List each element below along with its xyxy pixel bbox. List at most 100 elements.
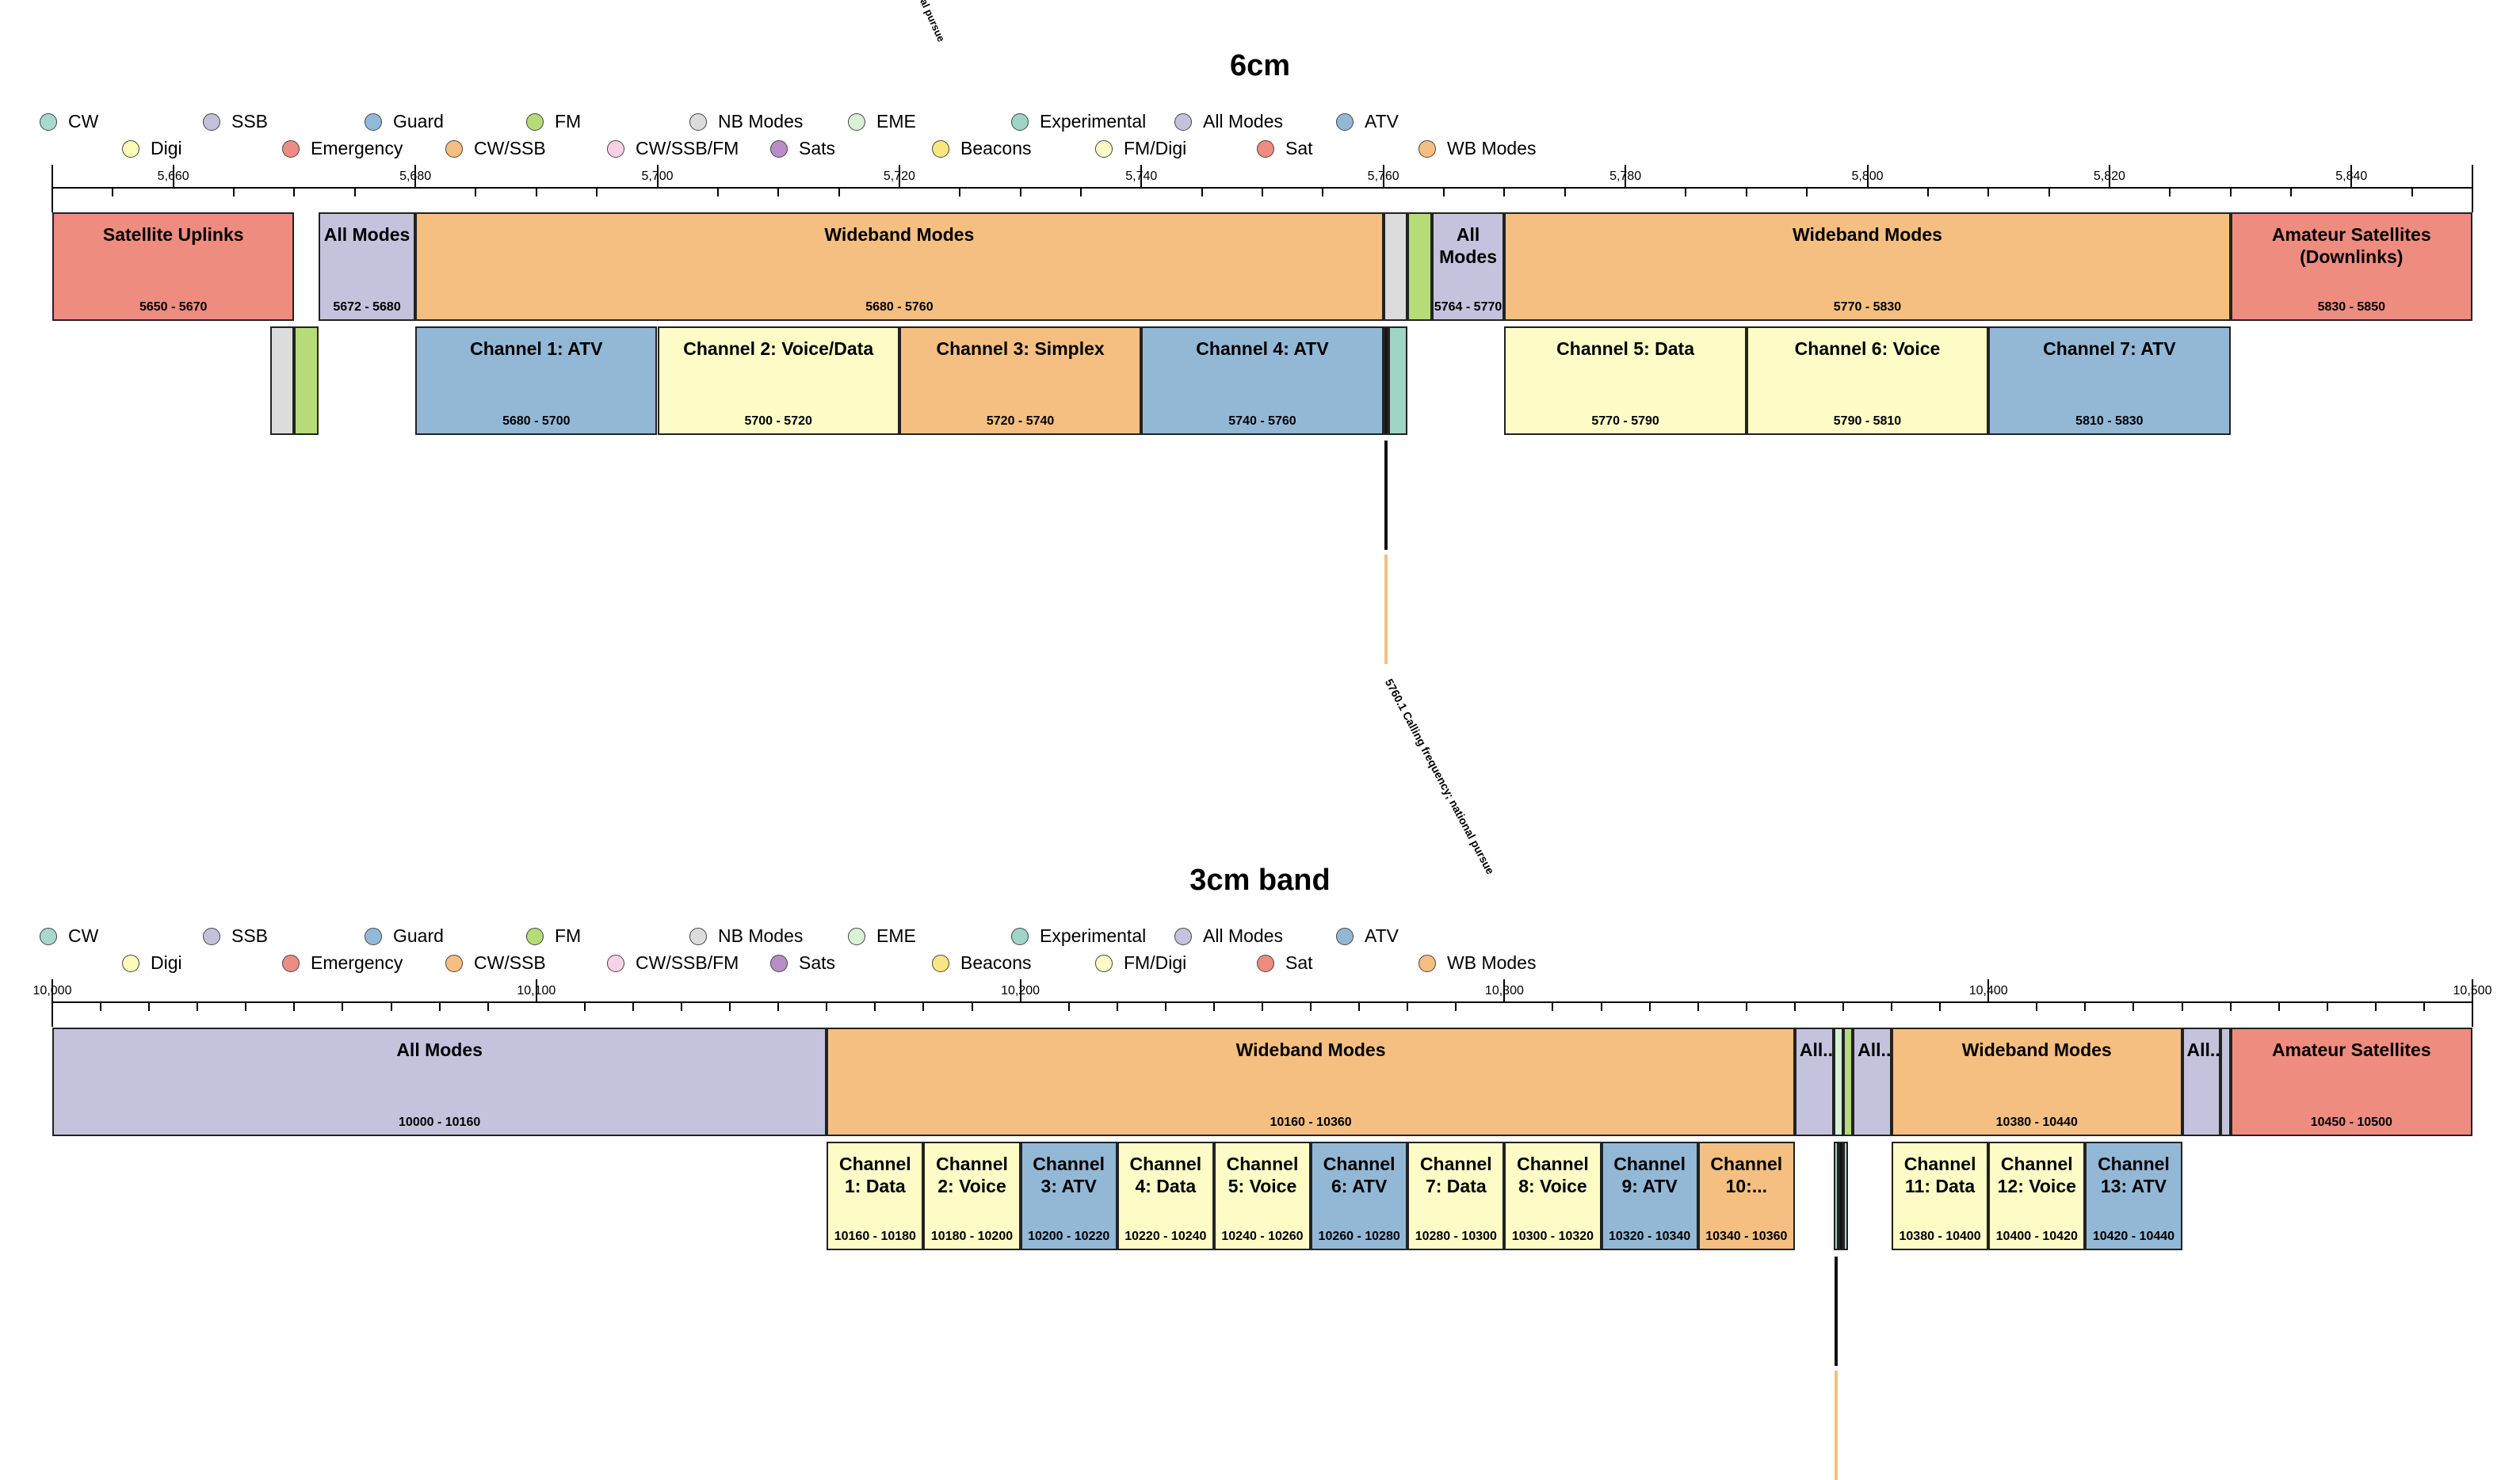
segment-range: 10380 - 10400 (1899, 1230, 1981, 1243)
band-segment-narrow[interactable] (1842, 1028, 1854, 1136)
legend-swatch-icon (932, 139, 949, 158)
legend-item: Experimental (1011, 925, 1146, 947)
legend-swatch-icon (1011, 113, 1029, 131)
legend-swatch-icon (1257, 954, 1274, 972)
axis-tick (1019, 187, 1021, 196)
legend-item: Experimental (1011, 111, 1146, 132)
segment-label: Wideband Modes (1235, 1039, 1386, 1060)
segment-range: 10280 - 10300 (1415, 1230, 1497, 1243)
segment-label: All... (2186, 1039, 2226, 1060)
legend-label: EME (876, 111, 916, 132)
axis-tick (535, 979, 537, 1003)
legend-label: Sat (1285, 138, 1313, 158)
segment-label: Channel 10:... (1710, 1154, 1783, 1196)
segment-range: 10220 - 10240 (1124, 1230, 1207, 1243)
axis-tick (1685, 187, 1687, 196)
segment-label: All Modes (323, 224, 410, 245)
axis-tick (1212, 1001, 1215, 1011)
band-segment-narrow[interactable] (1842, 1142, 1849, 1250)
legend-item: CW (40, 925, 98, 947)
band-segment-narrow[interactable] (1388, 326, 1408, 435)
band-segment-narrow[interactable] (1833, 1142, 1838, 1250)
segment-range: 5790 - 5810 (1833, 414, 1902, 428)
band-segment[interactable]: Wideband Modes 10160 - 10360 (827, 1028, 1795, 1136)
segment-label: Channel 7: Data (1419, 1154, 1492, 1196)
axis-tick (716, 187, 719, 196)
band-segment-narrow[interactable] (1838, 1142, 1843, 1250)
band-segment-narrow[interactable] (1833, 1028, 1843, 1136)
axis-tick (1745, 1001, 1747, 1011)
legend-label: CW/SSB (474, 138, 546, 158)
legend-swatch-icon (1418, 139, 1436, 158)
band-segment[interactable]: All... (1794, 1028, 1838, 1136)
axis-tick (172, 165, 174, 189)
axis-tick (2278, 1001, 2280, 1011)
legend-swatch-icon (526, 113, 544, 131)
axis-tick (2229, 1001, 2232, 1011)
legend-label: Guard (393, 111, 444, 132)
axis-tick (1503, 187, 1506, 196)
segment-label: Channel 4: Data (1129, 1154, 1202, 1196)
segment-range: 5740 - 5760 (1228, 414, 1296, 428)
segment-label: Channel 1: Data (838, 1154, 911, 1196)
band-segment-narrow[interactable] (294, 326, 319, 435)
axis-tick-label: 5,760 (1367, 170, 1399, 183)
band-segment-narrow[interactable] (269, 326, 295, 435)
calling-frequency-marker (1384, 441, 1388, 550)
band-segment[interactable]: All... (2182, 1028, 2226, 1136)
band-title: 6cm (1229, 49, 1291, 82)
legend-label: Emergency (311, 952, 403, 973)
segment-range: 5672 - 5680 (333, 300, 401, 314)
band-segment[interactable]: Channel 7: Data 10280 - 10300 (1407, 1142, 1505, 1250)
axis-tick (1443, 187, 1445, 196)
segment-range: 10160 - 10360 (1270, 1116, 1352, 1129)
legend-label: CW/SSB/FM (636, 952, 739, 973)
band-segment-narrow[interactable] (1383, 212, 1408, 321)
axis-tick (583, 1001, 586, 1011)
segment-label: Channel 6: ATV (1323, 1154, 1396, 1196)
segment-label: Wideband Modes (1793, 224, 1942, 245)
band-segment[interactable]: Wideband Modes 5770 - 5830 (1504, 212, 2231, 321)
segment-range: 10420 - 10440 (2092, 1230, 2175, 1243)
axis-tick (1600, 1001, 1602, 1011)
band-segment-narrow[interactable] (1407, 212, 1432, 321)
legend-label: WB Modes (1447, 952, 1537, 973)
band-segment[interactable]: Amateur Satellites (Downlinks)5830 - 585… (2230, 212, 2472, 321)
band-segment[interactable]: Channel 4: Data 10220 - 10240 (1117, 1142, 1214, 1250)
legend-label: Beacons (960, 952, 1032, 973)
band-segment-narrow[interactable] (2220, 1028, 2231, 1136)
legend-swatch-icon (122, 954, 139, 972)
axis-tick (1116, 1001, 1118, 1011)
band-segment[interactable]: All Modes 5672 - 5680 (318, 212, 416, 321)
axis-tick (777, 1001, 780, 1011)
axis-tick (414, 165, 417, 189)
band-segment[interactable]: Channel 10:...10340 - 10360 (1697, 1142, 1795, 1250)
band-segment[interactable]: All... (1853, 1028, 1896, 1136)
segment-range: 5770 - 5830 (1833, 300, 1902, 314)
segment-label: Channel 8: Voice (1517, 1154, 1589, 1196)
band-segment-narrow[interactable] (1383, 326, 1388, 435)
